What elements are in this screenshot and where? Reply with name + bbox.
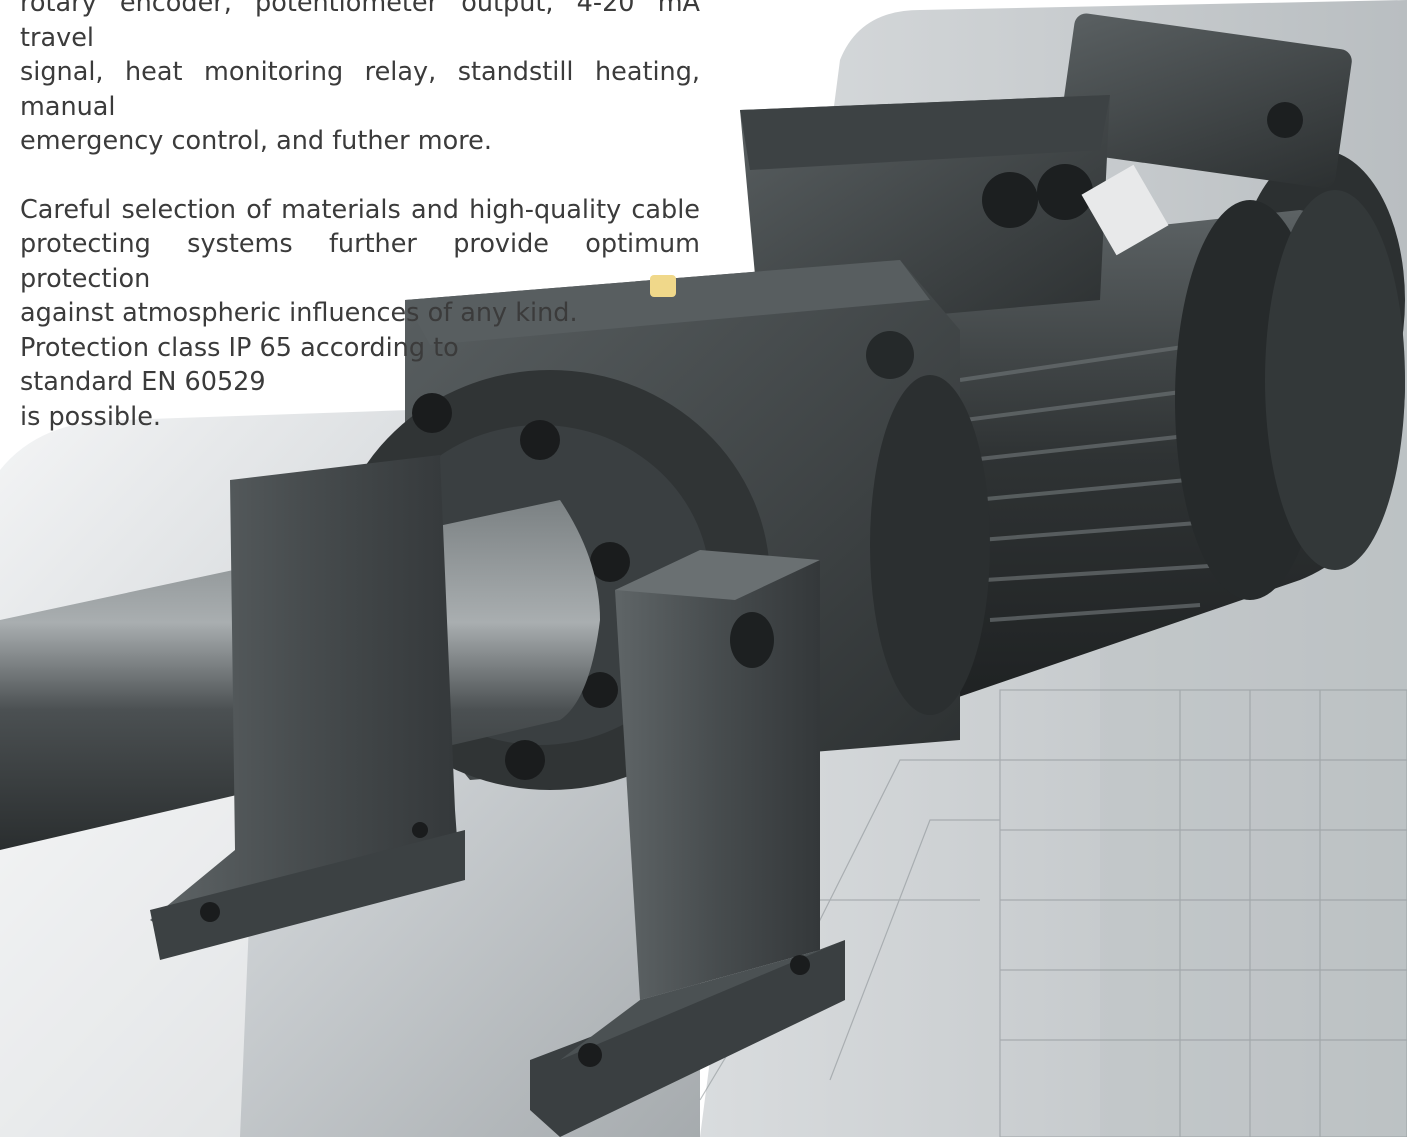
text-line: protecting systems further provide optim… [20,229,700,294]
text-line: is possible. [20,401,161,432]
text-line: emergency control, and futher more. [20,126,492,156]
text-line: Protection class IP 65 according to [20,332,459,363]
text-line: rotary encoder, potentiometer output, 4-… [20,0,700,53]
text-line: against atmospheric influences of any ki… [20,298,578,328]
text-line: signal, heat monitoring relay, standstil… [20,57,700,122]
description-text: rotary encoder, potentiometer output, 4-… [20,0,700,434]
paragraph-protection: Careful selection of materials and high-… [20,193,700,435]
text-line: standard EN 60529 [20,367,266,397]
text-line: Careful selection of materials and high-… [20,194,700,225]
paragraph-options: rotary encoder, potentiometer output, 4-… [20,0,700,159]
